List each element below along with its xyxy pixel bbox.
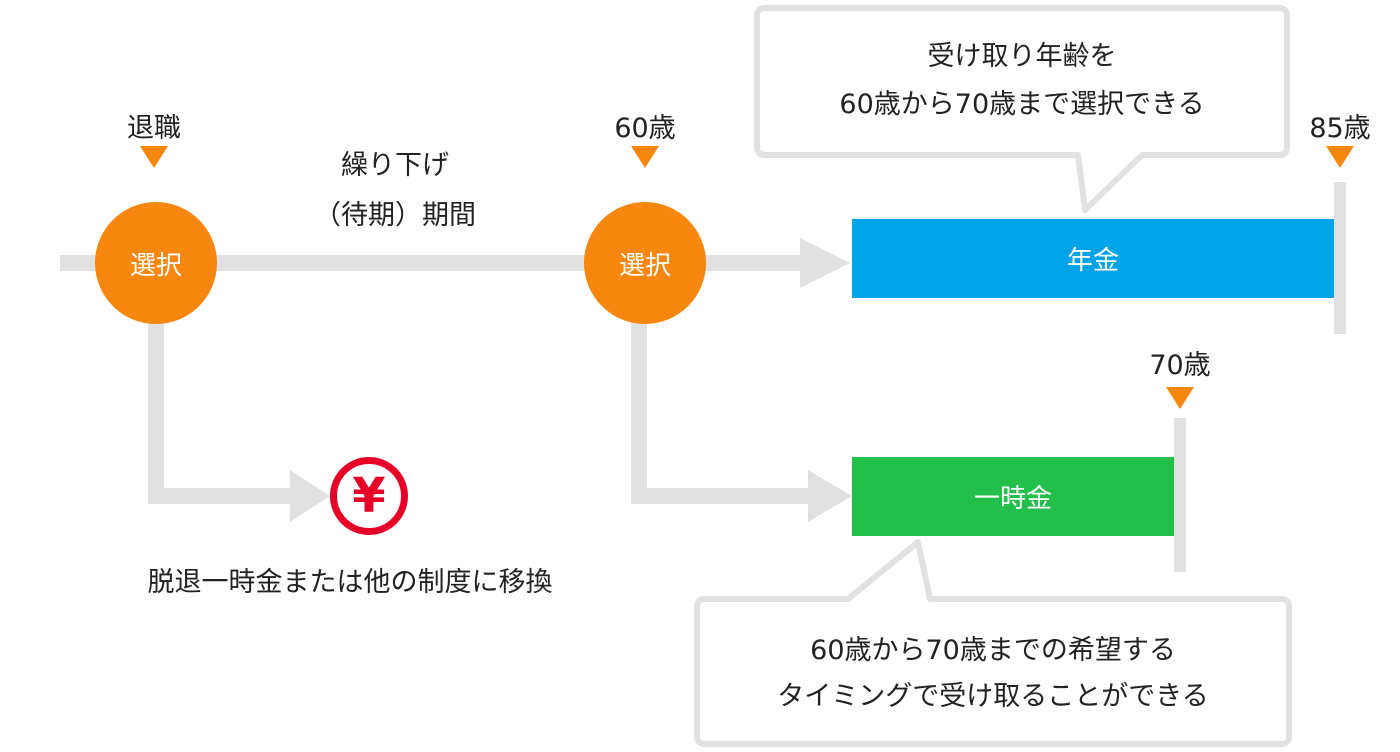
arrow-to-lump-sum bbox=[808, 470, 852, 522]
arrow-to-pension bbox=[800, 238, 850, 288]
callout-bottom-line1: 60歳から70歳までの希望する bbox=[810, 635, 1176, 666]
callout-bottom-bubble bbox=[694, 539, 1292, 747]
branch-exit-horizontal bbox=[148, 488, 294, 504]
yen-icon: ¥ bbox=[330, 457, 408, 535]
marker-age-60-icon bbox=[631, 146, 659, 168]
arrow-to-yen bbox=[290, 470, 330, 522]
callout-top-line1: 受け取り年齢を bbox=[927, 41, 1117, 72]
lump-sum-bar: 一時金 bbox=[852, 457, 1174, 536]
label-retire: 退職 bbox=[127, 113, 181, 144]
pension-bar: 年金 bbox=[852, 219, 1334, 298]
label-age-85: 85歳 bbox=[1309, 113, 1371, 144]
branch-lump-horizontal bbox=[631, 488, 811, 504]
callout-top-bubble bbox=[754, 5, 1290, 213]
branch-exit-vertical bbox=[148, 300, 164, 504]
callout-bottom-line2: タイミングで受け取ることができる bbox=[777, 681, 1209, 712]
branch-lump-vertical bbox=[631, 300, 647, 504]
marker-age-85-icon bbox=[1326, 146, 1354, 168]
select-node-retire: 選択 bbox=[95, 202, 217, 324]
select-node-age-60: 選択 bbox=[584, 202, 706, 324]
marker-age-70-icon bbox=[1166, 387, 1194, 409]
label-deferral-line1: 繰り下げ bbox=[341, 150, 449, 181]
lump-sum-end-tick bbox=[1174, 418, 1186, 572]
label-age-70: 70歳 bbox=[1149, 350, 1211, 381]
label-age-60: 60歳 bbox=[614, 113, 676, 144]
marker-retire-icon bbox=[140, 146, 168, 168]
label-exit: 脱退一時金または他の制度に移換 bbox=[147, 567, 553, 598]
label-deferral-line2: （待期）期間 bbox=[314, 200, 476, 231]
callout-top-line2: 60歳から70歳まで選択できる bbox=[839, 89, 1205, 120]
pension-end-tick bbox=[1334, 182, 1346, 334]
